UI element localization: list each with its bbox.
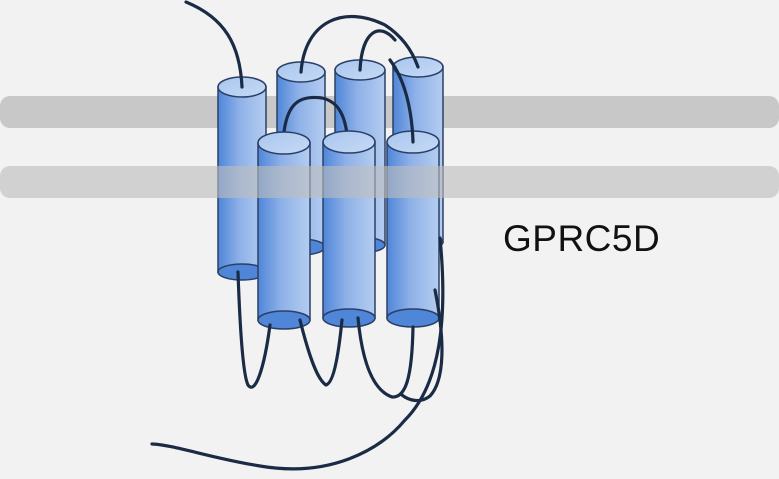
loop-helix5-to-6	[281, 95, 350, 145]
c-terminus	[150, 236, 445, 471]
loop-helix4-to-7	[388, 58, 415, 144]
loop-helix2-to-6	[298, 318, 344, 387]
n-terminus-loop	[184, 0, 244, 89]
helix-front-2	[322, 130, 376, 328]
protein-label: GPRC5D	[503, 218, 661, 259]
loop-helix2-to-4	[299, 14, 420, 74]
membrane-outer-band	[0, 96, 779, 128]
loop-helix3-to-7	[356, 316, 415, 399]
loop-helix3-over	[358, 29, 397, 72]
helix-front-1	[257, 131, 311, 330]
helix-front-3	[386, 130, 440, 328]
membrane-inner-band	[0, 166, 779, 198]
intracellular-loops	[150, 236, 445, 471]
loop-helix1-to-5	[236, 270, 272, 389]
extracellular-loops	[184, 0, 420, 145]
